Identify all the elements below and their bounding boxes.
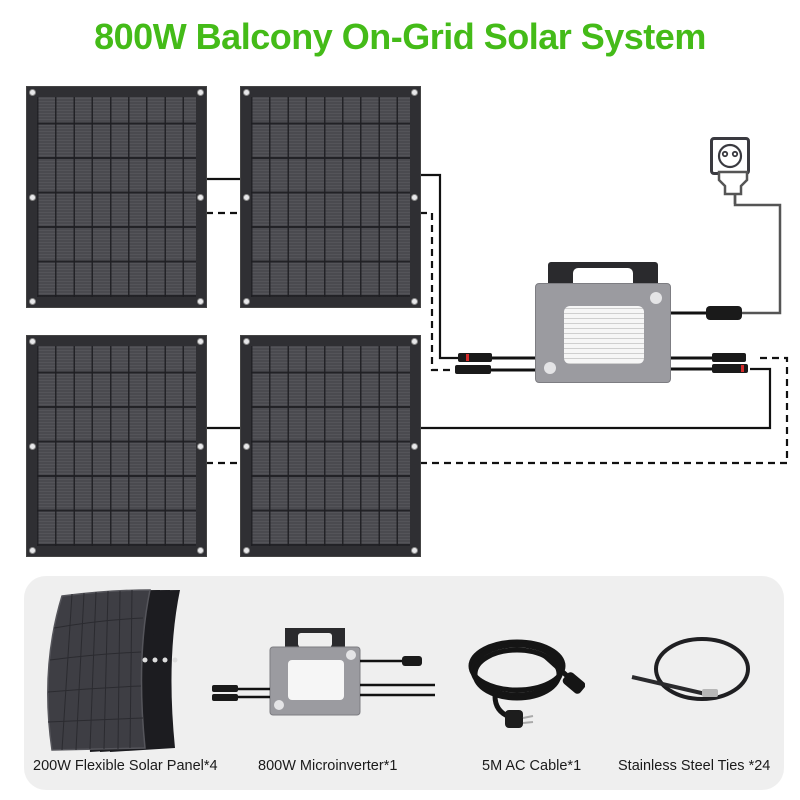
component-label-steel-ties: Stainless Steel Ties *24 [618, 758, 771, 774]
steel-cable-tie [631, 637, 750, 701]
flexible-solar-panel-stack [47, 589, 180, 752]
solar-panel-bottom-left [26, 335, 207, 557]
component-label-microinverter: 800W Microinverter*1 [258, 758, 398, 774]
inverter-spec-label [564, 306, 644, 364]
component-label-solar-panel: 200W Flexible Solar Panel*4 [33, 758, 218, 774]
plug-icon [717, 170, 749, 204]
mc4-connector-icons [455, 306, 748, 374]
microinverter [535, 283, 671, 383]
page-title: 800W Balcony On-Grid Solar System [94, 16, 706, 57]
inverter-handle [548, 262, 658, 284]
solar-panel-bottom-right [240, 335, 421, 557]
solar-panel-top-left [26, 86, 207, 308]
component-label-ac-cable: 5M AC Cable*1 [482, 758, 582, 774]
ac-cable-coil [468, 639, 585, 728]
microinverter-product-image [212, 628, 435, 716]
solar-panel-top-right [240, 86, 421, 308]
